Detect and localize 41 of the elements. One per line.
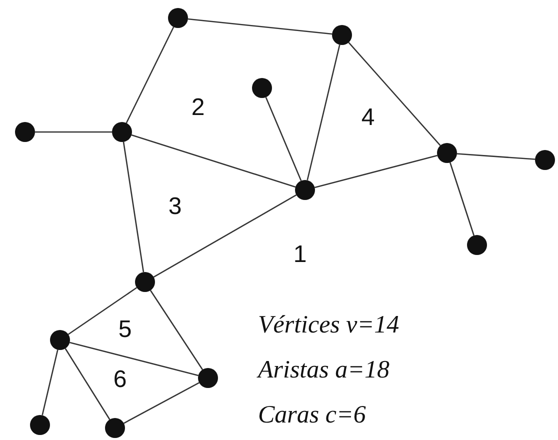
- edge-line: [306, 44, 340, 180]
- face-number: 5: [118, 318, 132, 342]
- edge-line: [124, 382, 200, 424]
- edge-line: [188, 18, 332, 35]
- vertex-dot: [15, 122, 35, 142]
- edge-line: [348, 42, 441, 146]
- edge-line: [64, 348, 110, 420]
- edge-line: [314, 154, 438, 188]
- edge-line: [122, 142, 144, 272]
- edge-line: [449, 162, 475, 236]
- face-number: 6: [113, 368, 127, 392]
- edge-line: [150, 290, 204, 370]
- edge-line: [131, 134, 296, 188]
- vertex-dot: [252, 78, 272, 98]
- count-note: Vértices v=14: [258, 312, 400, 338]
- edge-line: [456, 153, 536, 160]
- edge-line: [35, 131, 112, 133]
- edge-line: [42, 350, 58, 416]
- face-number: 1: [293, 243, 307, 267]
- vertex-dot: [535, 150, 555, 170]
- count-note: Aristas a=18: [258, 358, 390, 382]
- face-number: 4: [361, 106, 375, 130]
- edge-line: [265, 96, 302, 182]
- edge-line: [68, 287, 138, 335]
- vertex-dot: [198, 368, 218, 388]
- edge-line: [126, 26, 174, 124]
- vertex-dot: [135, 272, 155, 292]
- vertex-dot: [105, 418, 125, 438]
- vertex-dot: [30, 415, 50, 435]
- vertex-dot: [467, 235, 487, 255]
- count-note: Caras c=6: [258, 402, 366, 428]
- edge-line: [153, 194, 297, 278]
- vertex-dot: [168, 8, 188, 28]
- face-number: 2: [191, 96, 205, 120]
- vertex-dot: [50, 330, 70, 350]
- edge-line: [70, 342, 198, 376]
- vertex-dot: [332, 25, 352, 45]
- vertex-dot: [295, 180, 315, 200]
- face-number: 3: [168, 195, 182, 219]
- vertex-dot: [437, 143, 457, 163]
- vertex-dot: [112, 122, 132, 142]
